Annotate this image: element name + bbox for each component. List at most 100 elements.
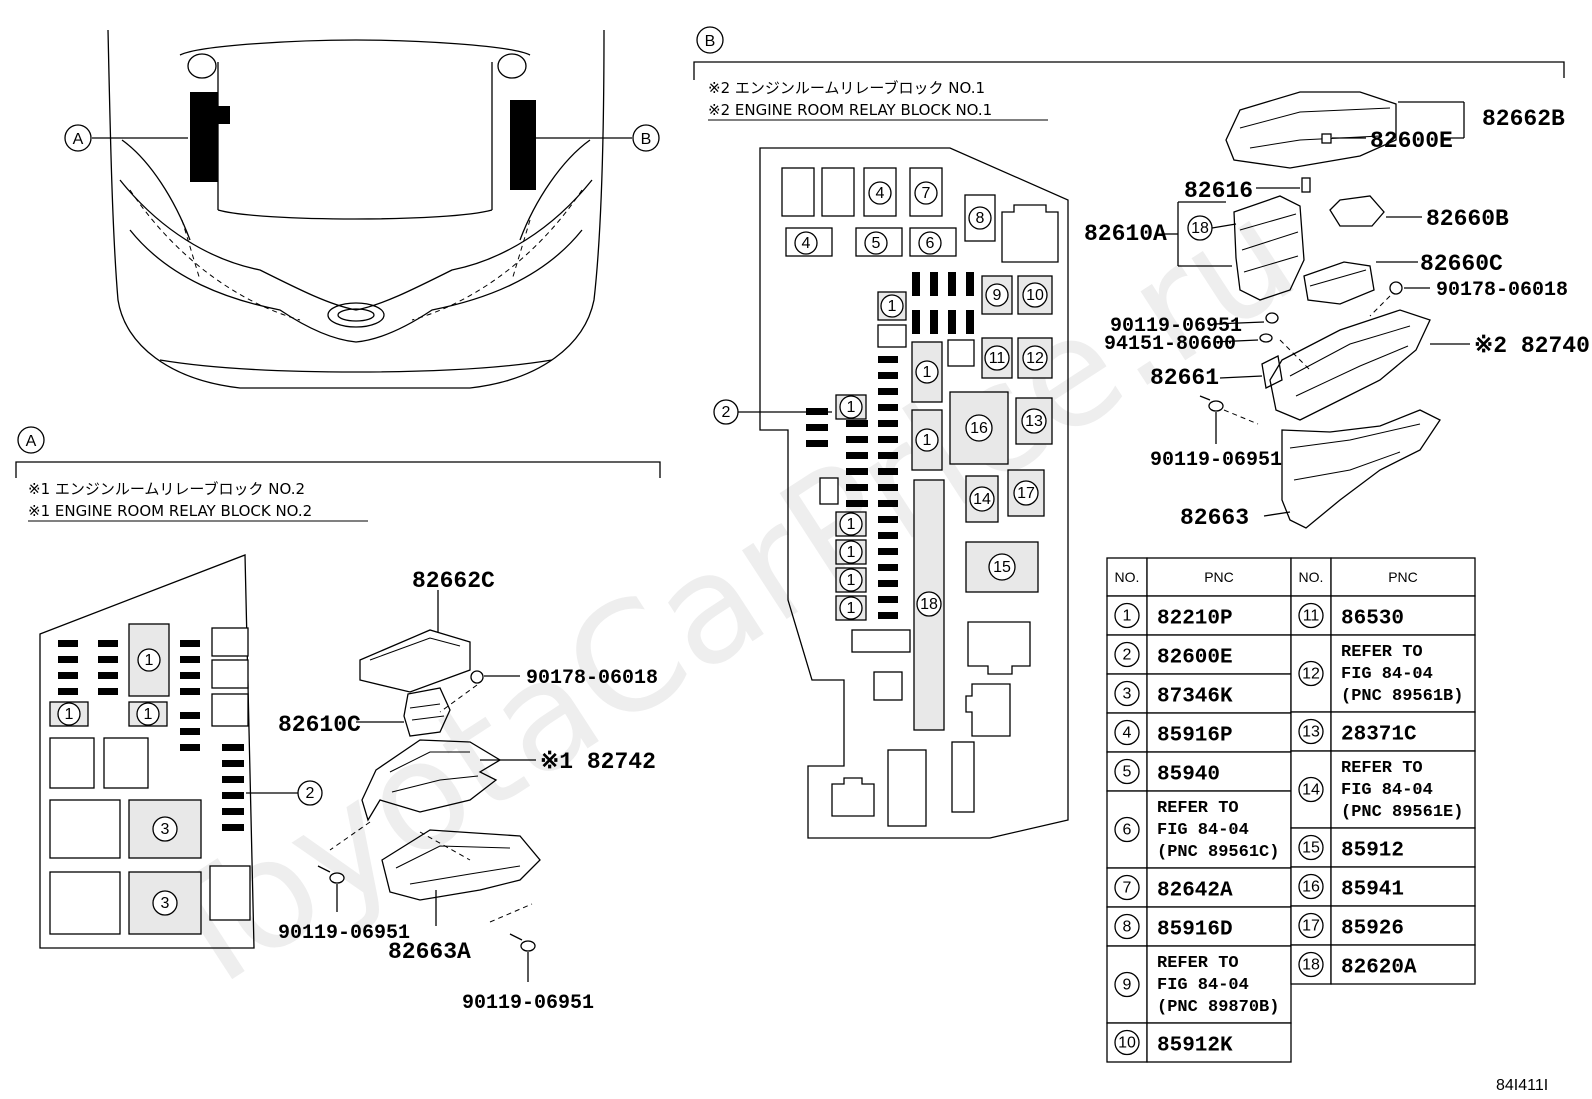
row-pnc[interactable]: 85916P: [1157, 725, 1233, 748]
row-pnc-line[interactable]: (PNC 89561B): [1341, 687, 1463, 706]
header-pnc: PNC: [1388, 569, 1418, 585]
row-number-circle: [1298, 718, 1324, 745]
row-number-circle: [1298, 912, 1324, 939]
part-82610c[interactable]: 82610C: [278, 712, 361, 738]
row-number: 17: [1302, 918, 1320, 935]
table-row: 3 87346K: [1106, 673, 1292, 714]
row-number-circle: [1114, 1029, 1140, 1056]
section-a-title: A: [26, 433, 37, 450]
row-number: 1: [1123, 608, 1132, 625]
svg-text:3: 3: [161, 895, 170, 912]
part-82616[interactable]: 82616: [1184, 178, 1253, 204]
row-number: 6: [1123, 822, 1132, 839]
row-number: 7: [1123, 880, 1132, 897]
row-number: 14: [1302, 782, 1320, 799]
car-top-view: A B: [64, 29, 660, 389]
part-90119-06951-a2[interactable]: 90119-06951: [462, 992, 594, 1015]
row-pnc-line[interactable]: (PNC 89561C): [1157, 843, 1279, 862]
row-pnc-line[interactable]: FIG 84-04: [1157, 976, 1249, 995]
row-number-circle: [1114, 971, 1140, 998]
table-row: 7 82642A: [1106, 867, 1292, 908]
row-pnc[interactable]: 85912K: [1157, 1035, 1233, 1058]
section-b-title: B: [705, 33, 716, 50]
part-82740[interactable]: ※2 82740: [1474, 333, 1590, 359]
part-82600e[interactable]: 82600E: [1370, 128, 1453, 154]
row-pnc-line[interactable]: REFER TO: [1341, 759, 1423, 778]
table-row: 6 REFER TO FIG 84-04 (PNC 89561C): [1106, 790, 1292, 869]
table-row: 1 82210P: [1106, 595, 1292, 636]
row-number: 13: [1302, 724, 1320, 741]
part-94151-80600[interactable]: 94151-80600: [1104, 333, 1236, 356]
row-pnc[interactable]: 85926: [1341, 918, 1404, 941]
callout-a-label: A: [73, 131, 84, 148]
row-number: 3: [1123, 686, 1132, 703]
row-pnc-line[interactable]: (PNC 89870B): [1157, 998, 1279, 1017]
row-pnc[interactable]: 87346K: [1157, 686, 1233, 709]
row-pnc[interactable]: 85940: [1157, 764, 1220, 787]
part-82663a[interactable]: 82663A: [388, 939, 471, 965]
part-82660b[interactable]: 82660B: [1426, 206, 1509, 232]
row-number: 5: [1123, 764, 1132, 781]
row-pnc-line[interactable]: REFER TO: [1341, 643, 1423, 662]
callout-b[interactable]: B: [632, 124, 660, 152]
svg-text:16: 16: [970, 420, 988, 437]
table-row: 13 28371C: [1290, 711, 1476, 752]
row-pnc-line[interactable]: FIG 84-04: [1157, 821, 1249, 840]
part-82663[interactable]: 82663: [1180, 505, 1249, 531]
row-pnc-line[interactable]: REFER TO: [1157, 799, 1239, 818]
row-pnc[interactable]: 82600E: [1157, 647, 1233, 670]
row-pnc[interactable]: 85912: [1341, 840, 1404, 863]
part-82662c[interactable]: 82662C: [412, 568, 495, 594]
part-90178-06018-a[interactable]: 90178-06018: [526, 667, 658, 690]
row-pnc[interactable]: 82642A: [1157, 880, 1233, 903]
row-number: 15: [1302, 840, 1320, 857]
callout-a[interactable]: A: [64, 124, 92, 152]
row-number-circle: [1114, 680, 1140, 707]
row-number-circle: [1114, 641, 1140, 668]
row-pnc-line[interactable]: FIG 84-04: [1341, 665, 1433, 684]
part-90119-06951-a1[interactable]: 90119-06951: [278, 922, 410, 945]
svg-text:1: 1: [888, 298, 897, 315]
row-pnc[interactable]: 82620A: [1341, 957, 1417, 980]
row-number-circle: [1114, 874, 1140, 901]
header-no: NO.: [1299, 569, 1324, 585]
row-number-circle: [1298, 660, 1324, 687]
exploded-parts-a: [317, 590, 541, 982]
row-pnc[interactable]: 28371C: [1341, 724, 1417, 747]
part-82661[interactable]: 82661: [1150, 365, 1219, 391]
relay-block-no2-layout: 1 1 1 3 3 2: [39, 554, 323, 949]
section-a-note-en: ※1 ENGINE ROOM RELAY BLOCK NO.2: [28, 502, 312, 520]
svg-text:18: 18: [1191, 220, 1209, 237]
part-90178-06018-b[interactable]: 90178-06018: [1436, 279, 1568, 302]
part-90119-06951-b2[interactable]: 90119-06951: [1150, 449, 1282, 472]
row-pnc-line[interactable]: REFER TO: [1157, 954, 1239, 973]
svg-text:7: 7: [922, 185, 931, 202]
row-number-circle: [1114, 758, 1140, 785]
relay-block-no1-layout: 4 7 8 4 5 6 1 9 10 11 12: [713, 147, 1069, 839]
row-pnc[interactable]: 85941: [1341, 879, 1404, 902]
svg-text:11: 11: [989, 350, 1006, 367]
svg-text:2: 2: [306, 785, 315, 802]
svg-text:1: 1: [144, 706, 153, 723]
row-number: 2: [1123, 647, 1132, 664]
part-82660c[interactable]: 82660C: [1420, 251, 1503, 277]
row-pnc[interactable]: 86530: [1341, 608, 1404, 631]
section-b: B ※2 エンジンルームリレーブロック NO.1 ※2 ENGINE ROOM …: [693, 26, 1590, 839]
row-pnc-line[interactable]: (PNC 89561E): [1341, 803, 1463, 822]
part-82662b[interactable]: 82662B: [1482, 106, 1565, 132]
row-pnc-line[interactable]: FIG 84-04: [1341, 781, 1433, 800]
row-pnc[interactable]: 82210P: [1157, 608, 1233, 631]
part-82742[interactable]: ※1 82742: [540, 749, 656, 775]
row-pnc[interactable]: 85916D: [1157, 919, 1233, 942]
svg-text:9: 9: [993, 287, 1002, 304]
part-82610a[interactable]: 82610A: [1084, 221, 1167, 247]
row-number-circle: [1114, 913, 1140, 940]
part-90119-06951-b1[interactable]: 90119-06951: [1110, 315, 1242, 338]
header-no: NO.: [1115, 569, 1140, 585]
svg-text:6: 6: [926, 235, 935, 252]
svg-text:18: 18: [920, 596, 938, 613]
